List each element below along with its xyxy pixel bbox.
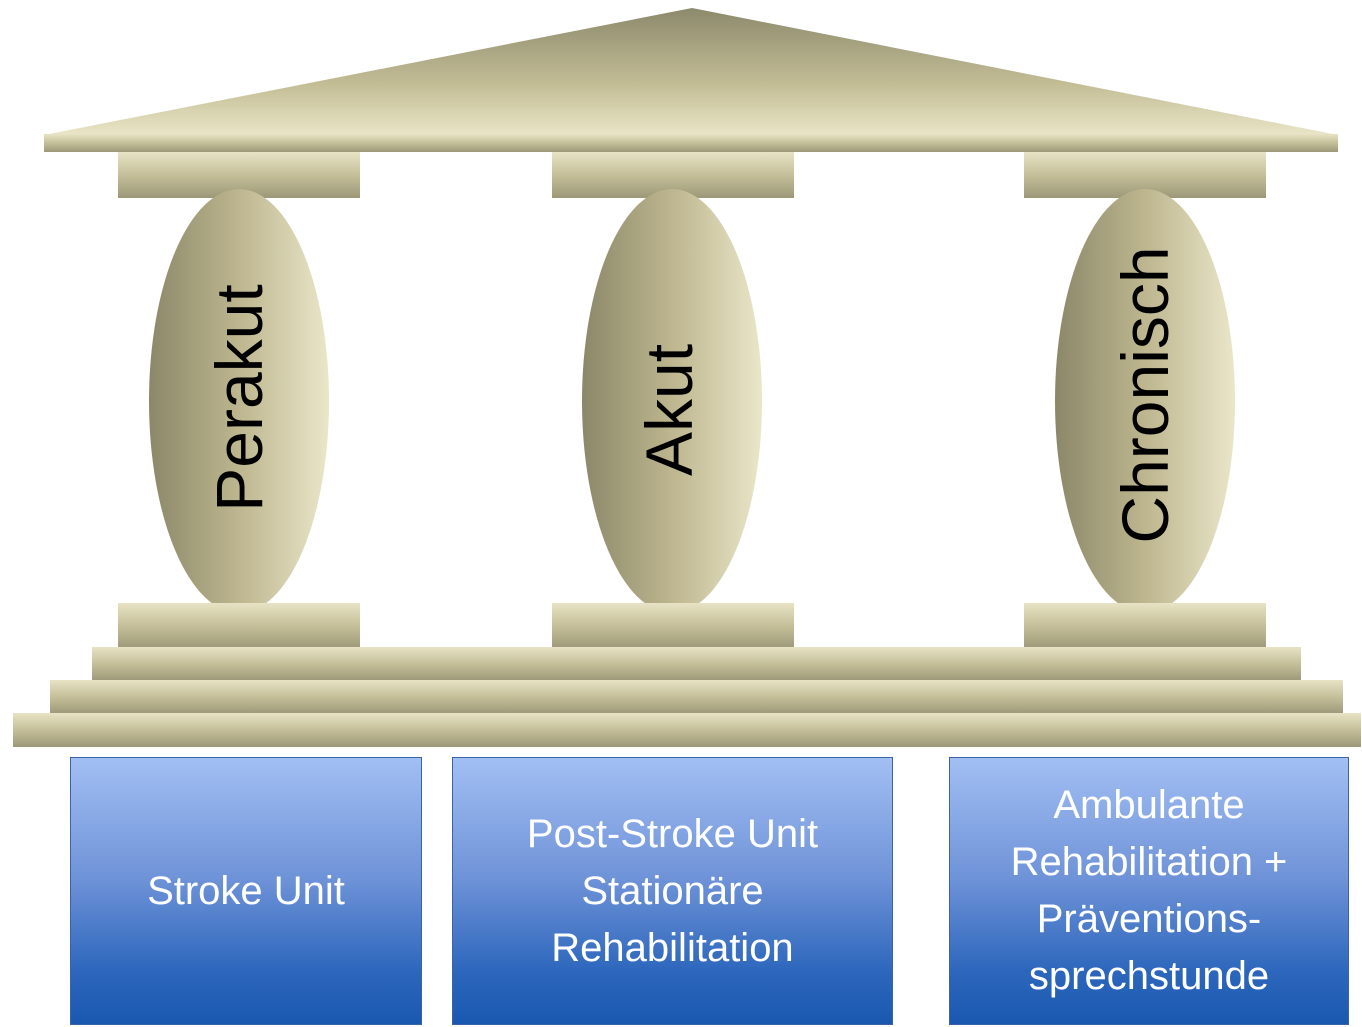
box-line: Präventions- (1036, 897, 1262, 941)
pillar-label-perakut: Perakut (202, 284, 276, 511)
pillar-perakut: Perakut (118, 152, 360, 649)
box-line: Post-Stroke Unit (526, 811, 819, 856)
box-line: Rehabilitation (551, 925, 794, 970)
box-line: Stationäre (581, 868, 764, 913)
pillar-label-akut: Akut (632, 344, 706, 476)
pillar-label-chronisch: Chronisch (1108, 246, 1182, 543)
pillar-shaft (1055, 189, 1235, 613)
box-post-stroke-unit: Post-Stroke Unit Stationäre Rehabilitati… (452, 757, 893, 1025)
box-text: Stroke Unit (147, 863, 345, 920)
box-line: Rehabilitation + (1010, 840, 1288, 884)
pillar-base (552, 603, 794, 649)
box-text: Post-Stroke Unit Stationäre Rehabilitati… (527, 806, 818, 977)
step-middle (50, 680, 1343, 714)
pillar-base (118, 603, 360, 649)
box-ambulante-rehabilitation: Ambulante Rehabilitation + Präventions- … (949, 757, 1349, 1025)
pillar-shaft (149, 189, 329, 613)
pillar-chronisch: Chronisch (1024, 152, 1266, 649)
step-bottom (13, 713, 1361, 747)
architrave (44, 134, 1338, 152)
roof (44, 8, 1338, 135)
box-line: Ambulante (1053, 783, 1245, 827)
box-line: Stroke Unit (147, 868, 345, 913)
box-line: sprechstunde (1028, 954, 1270, 998)
step-top (92, 647, 1301, 681)
temple-diagram: Perakut Akut Chronisch (13, 8, 1361, 747)
box-stroke-unit: Stroke Unit (70, 757, 422, 1025)
pillar-akut: Akut (552, 152, 794, 649)
box-text: Ambulante Rehabilitation + Präventions- … (1011, 777, 1288, 1005)
pillar-shaft (582, 189, 762, 613)
pillar-base (1024, 603, 1266, 649)
